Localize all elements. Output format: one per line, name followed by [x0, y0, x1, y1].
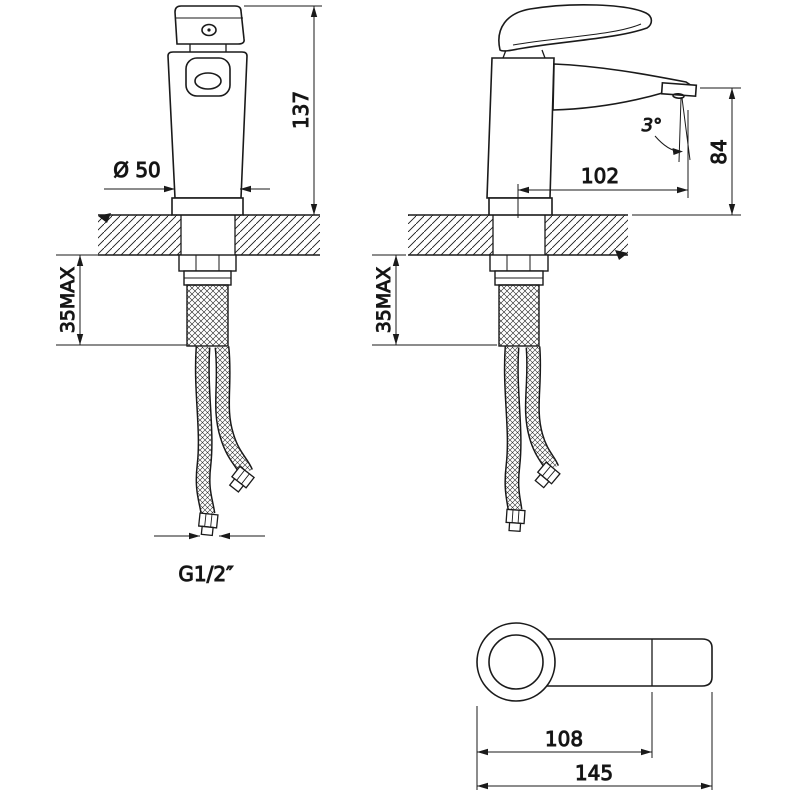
surface-arrow-icon	[615, 250, 628, 260]
front-body	[167, 51, 248, 216]
side-hose-fitting	[505, 508, 526, 533]
side-view-faucet: 3° 102 84 35MAX	[372, 4, 741, 533]
front-mounting-nut	[178, 254, 237, 272]
front-undercounter	[178, 254, 237, 347]
dim-height-137	[244, 5, 322, 215]
dim-total-length-label: 145	[575, 761, 613, 785]
dim-handle-length	[476, 692, 653, 790]
dim-reach	[517, 110, 689, 218]
front-hose-fitting	[228, 465, 256, 493]
dim-thread-label: G1/2″	[178, 562, 233, 586]
dim-diameter	[104, 185, 270, 193]
side-mounting-nut	[489, 254, 549, 272]
side-supply-hoses	[503, 346, 561, 533]
front-supply-hoses	[194, 346, 256, 537]
side-hose-fitting	[534, 461, 561, 489]
side-aerator	[660, 81, 698, 100]
front-handle-indicator-icon	[201, 23, 217, 37]
dim-spout-height	[632, 87, 741, 216]
side-handle	[498, 4, 653, 59]
top-handle-lever	[547, 638, 713, 687]
dim-depth-side	[372, 254, 497, 346]
dim-angle	[654, 97, 691, 163]
top-handle-ring-outer	[476, 622, 556, 702]
front-mounting-surface	[98, 213, 320, 256]
front-aerator	[194, 72, 222, 90]
dim-depth-front-label: 35MAX	[57, 267, 79, 334]
front-view-faucet: Ø 50 137 35MAX G1/2″	[56, 5, 322, 587]
top-handle-ring-inner	[488, 634, 544, 690]
front-spout-mouth	[185, 57, 231, 97]
front-base-flange	[171, 197, 244, 216]
dim-angle-label: 3°	[642, 115, 662, 136]
dim-thread	[154, 532, 265, 540]
top-view-handle: 108 145	[476, 622, 713, 790]
side-base-flange	[488, 197, 553, 216]
surface-arrow-icon	[98, 213, 111, 223]
side-undercounter	[489, 254, 549, 347]
dim-handle-length-label: 108	[545, 727, 583, 751]
dim-depth-front	[56, 254, 187, 346]
dim-depth-side-label: 35MAX	[373, 267, 395, 334]
side-mounting-surface	[408, 214, 628, 260]
dim-height-label: 137	[289, 91, 313, 129]
dim-diameter-label: Ø 50	[113, 158, 161, 182]
dim-reach-label: 102	[581, 164, 619, 188]
side-threaded-shank	[498, 284, 540, 347]
front-hose-fitting	[197, 512, 219, 537]
front-threaded-shank	[186, 284, 229, 347]
dim-total-length	[477, 692, 713, 790]
front-handle	[174, 5, 245, 52]
dim-spout-height-label: 84	[707, 139, 731, 164]
side-body	[486, 57, 698, 216]
